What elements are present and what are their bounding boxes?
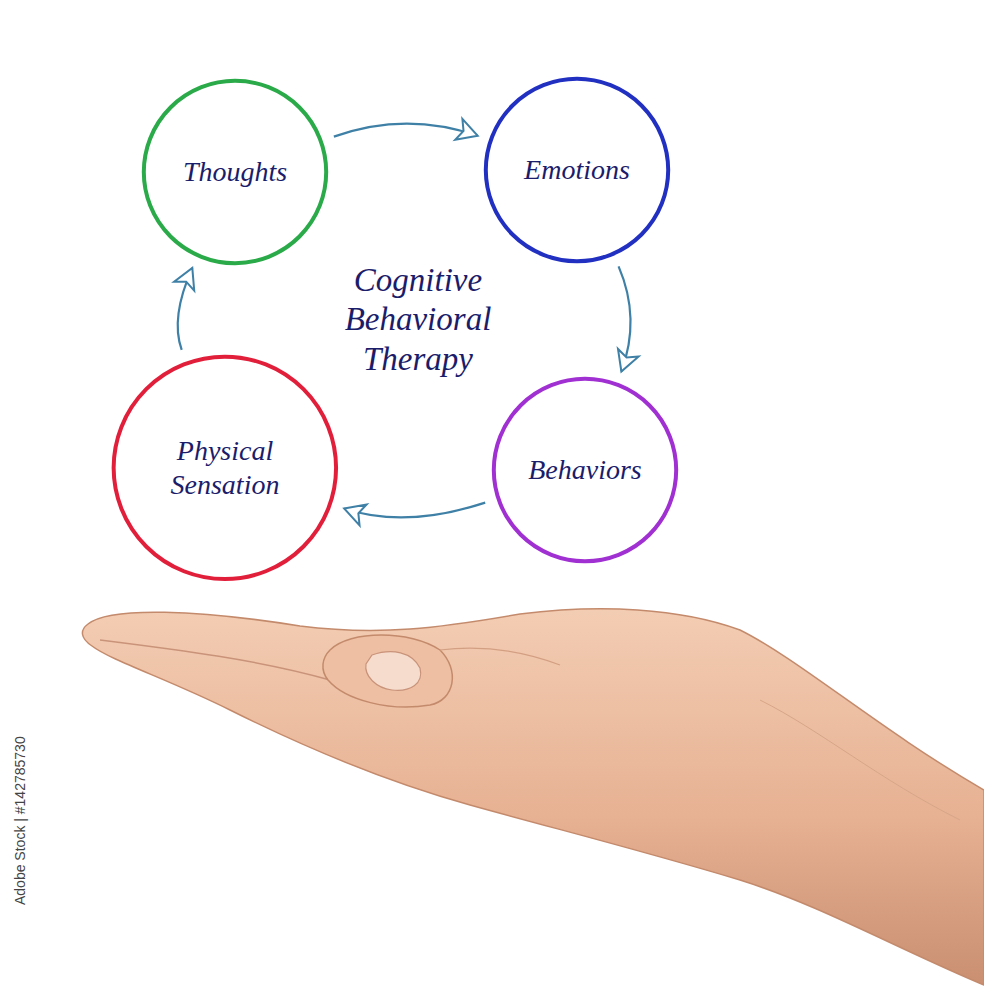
curved-arrow — [344, 503, 485, 526]
curved-arrow — [618, 266, 639, 371]
arrow-head — [174, 268, 194, 291]
diagram-title: Cognitive Behavioral Therapy — [313, 261, 523, 380]
curved-arrow — [174, 268, 194, 350]
circle-node: Physical Sensation — [109, 352, 341, 584]
circle-node: Emotions — [482, 75, 672, 265]
node-label: Emotions — [514, 153, 640, 187]
node-label: Behaviors — [518, 453, 652, 487]
circle-node: Behaviors — [490, 375, 680, 565]
node-label: Physical Sensation — [109, 434, 341, 501]
circle-node: Thoughts — [140, 77, 330, 267]
arrow-head — [344, 504, 366, 525]
watermark: Adobe Stock | #142785730 — [12, 736, 28, 905]
curved-arrow — [334, 119, 478, 140]
node-label: Thoughts — [173, 155, 297, 189]
circle-outline — [109, 352, 341, 584]
arrow-head — [455, 119, 477, 140]
arrow-head — [618, 349, 639, 372]
